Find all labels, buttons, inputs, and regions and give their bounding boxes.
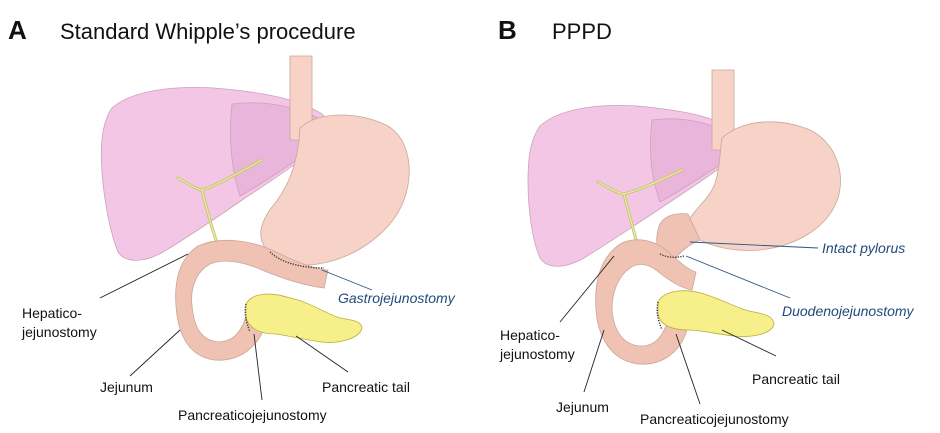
pancreaticojejunostomy-label: Pancreaticojejunostomy (178, 407, 327, 423)
hepatico-label-2: jejunostomy (21, 324, 97, 340)
panel-b: B PPPD Intact pylorus Duodenojejunostomy… (498, 15, 915, 427)
pancreatic-tail-label: Pancreatic tail (752, 371, 840, 387)
panel-a-letter: A (8, 15, 27, 45)
panel-a-title: Standard Whipple’s procedure (60, 19, 356, 44)
gastrojejunostomy-label: Gastrojejunostomy (338, 290, 456, 306)
gastro-leader (322, 270, 372, 290)
pancreatico-leader (254, 334, 262, 400)
panel-b-title: PPPD (552, 19, 612, 44)
pancreaticojejunostomy-label: Pancreaticojejunostomy (640, 411, 789, 427)
panel-b-letter: B (498, 15, 517, 45)
panel-a: A Standard Whipple’s procedure Hepatico-… (8, 15, 456, 423)
jejunum-label: Jejunum (556, 399, 609, 415)
duodeno-leader (686, 256, 790, 298)
jejunum-label: Jejunum (100, 379, 153, 395)
jejunum-leader (584, 330, 604, 392)
intact-pylorus-label: Intact pylorus (822, 240, 905, 256)
hepatico-leader (100, 254, 188, 298)
jejunum-leader (130, 330, 180, 376)
hepatico-label-1: Hepatico- (22, 305, 82, 321)
pancreatic-tail-label: Pancreatic tail (322, 379, 410, 395)
hepatico-label-1: Hepatico- (500, 327, 560, 343)
pancreatico-leader (676, 334, 700, 404)
duodenojejunostomy-label: Duodenojejunostomy (782, 303, 915, 319)
hepatico-label-2: jejunostomy (499, 346, 575, 362)
